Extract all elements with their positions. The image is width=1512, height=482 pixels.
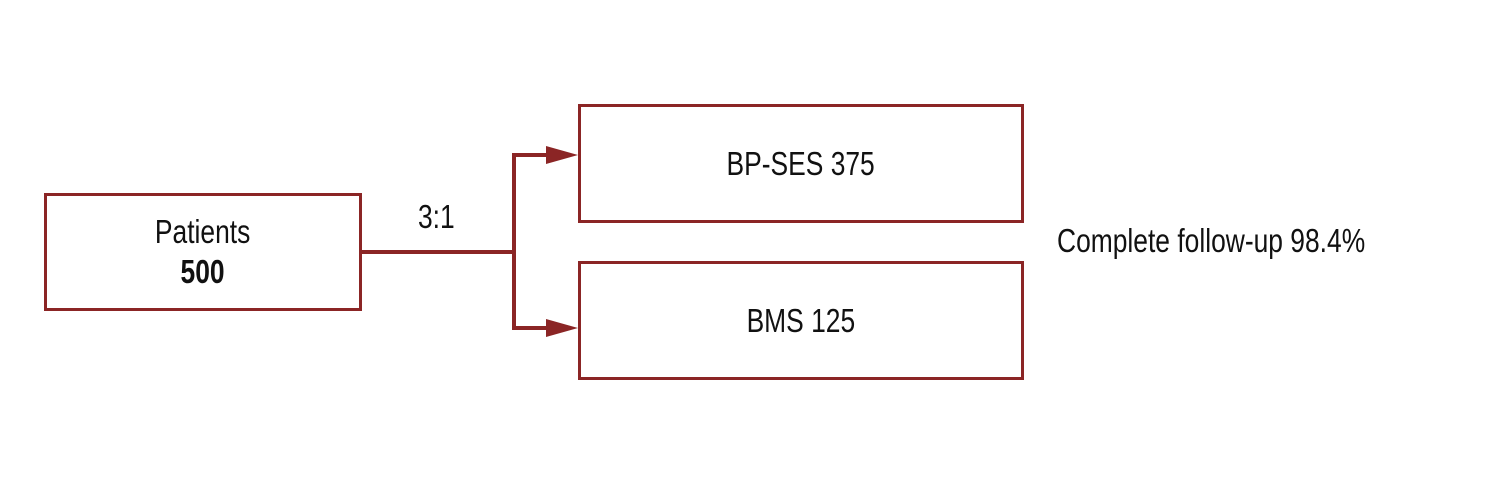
follow-up-text: Complete follow-up 98.4%: [1057, 222, 1366, 259]
randomization-ratio: 3:1: [418, 198, 455, 235]
bms-label: BMS 125: [746, 301, 856, 339]
bp-ses-label: BP-SES 375: [726, 144, 876, 182]
arrow-bottom-icon: [546, 319, 578, 337]
patients-label: Patients: [155, 213, 251, 250]
arrow-top-icon: [546, 146, 578, 164]
bp-ses-box: BP-SES 375: [578, 104, 1024, 223]
patients-box: Patients 500: [44, 193, 362, 311]
patients-count: 500: [180, 253, 226, 290]
bms-box: BMS 125: [578, 261, 1024, 380]
